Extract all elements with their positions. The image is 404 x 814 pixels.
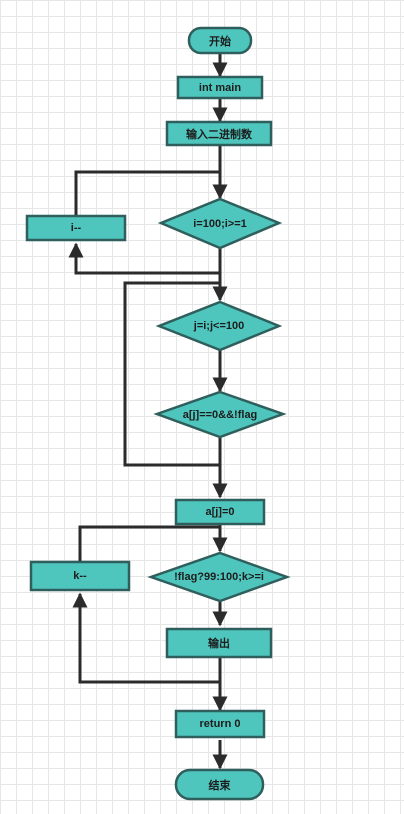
- node-assign-shape: [174, 498, 266, 526]
- node-output-shape: [165, 627, 273, 659]
- node-cond-shape: [153, 390, 287, 439]
- node-loop-i-shape: [157, 197, 283, 250]
- node-end-shape: [174, 768, 265, 801]
- node-start-shape: [187, 26, 253, 55]
- node-dec-k-shape: [29, 560, 131, 592]
- edge-j-loop-back: [123, 281, 220, 467]
- node-input-shape: [165, 120, 273, 147]
- node-dec-i-shape: [25, 214, 127, 242]
- edge-k-back: [78, 525, 220, 562]
- node-loop-j-shape: [155, 300, 283, 352]
- edge-loop-i-to-dec-i: [68, 242, 220, 275]
- node-ret-shape: [174, 709, 266, 739]
- node-int-main-shape: [176, 75, 264, 100]
- edge-to-dec-k: [72, 592, 220, 684]
- node-loop-k-shape: [147, 551, 291, 603]
- edge-dec-i-back: [74, 170, 220, 216]
